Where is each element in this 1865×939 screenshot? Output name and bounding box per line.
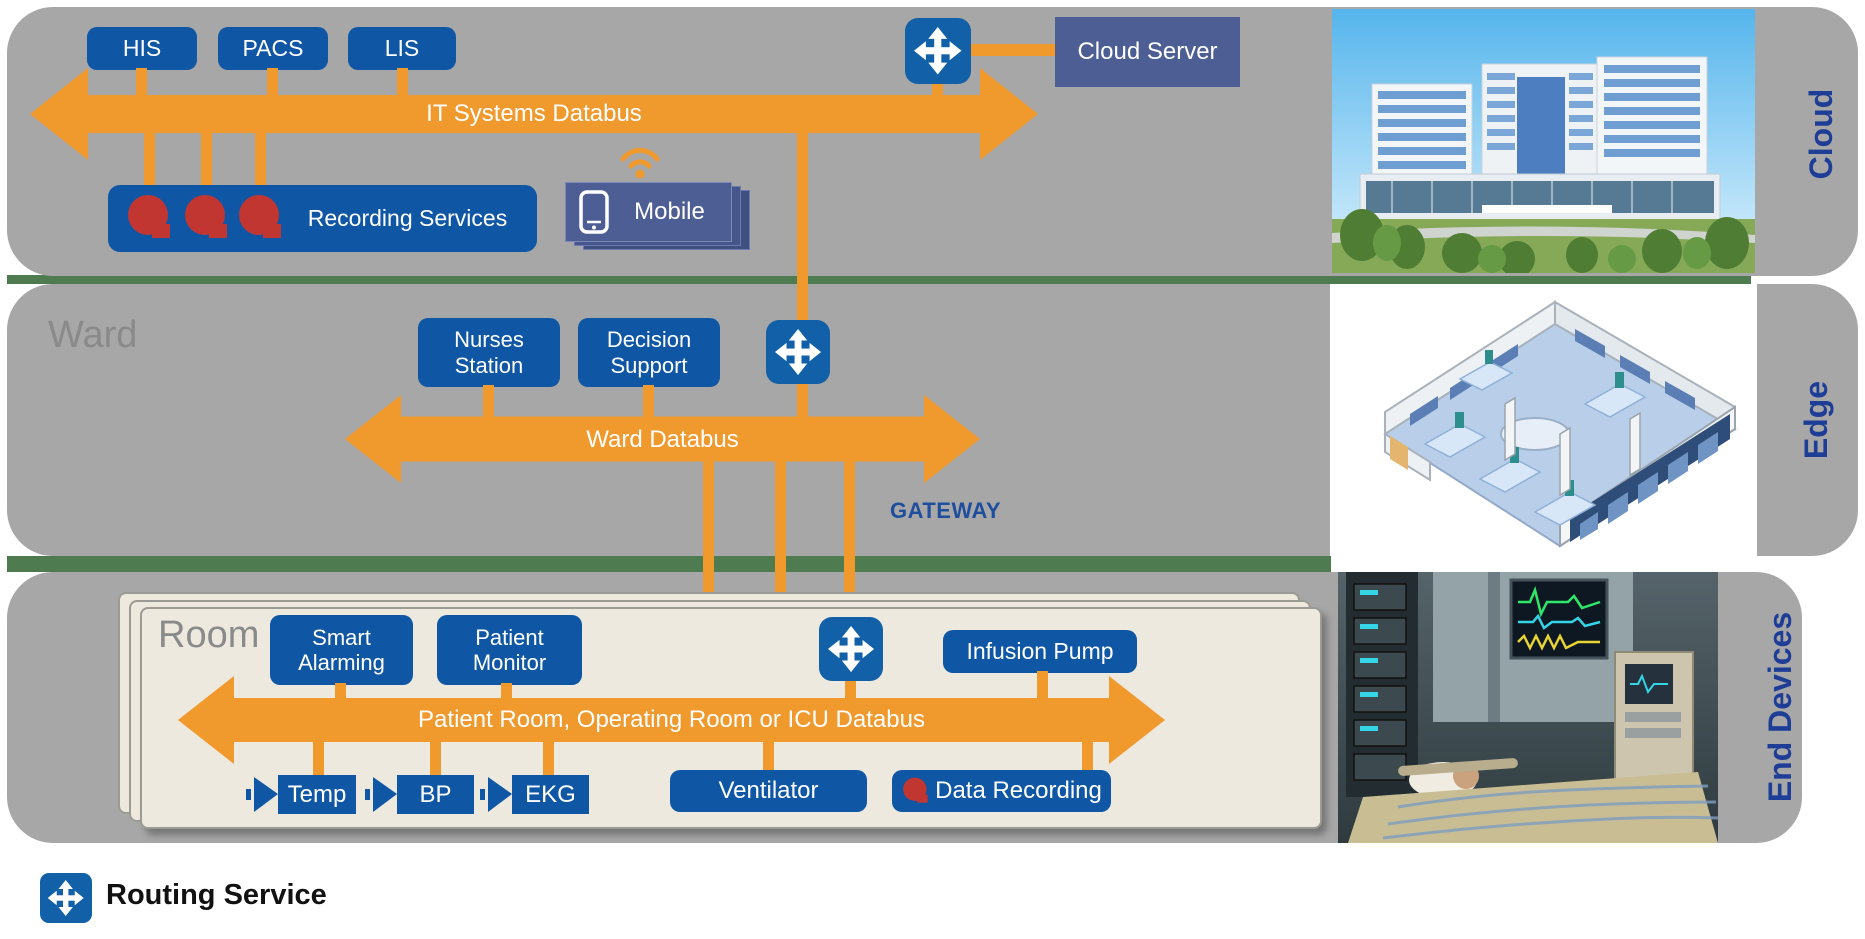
lis-label: LIS [384, 35, 420, 62]
ward-floorplan-photo [1330, 284, 1757, 556]
room-databus-label: Patient Room, Operating Room or ICU Data… [418, 706, 925, 733]
ward-databus-label: Ward Databus [586, 425, 739, 453]
ventilator-connector [763, 740, 774, 772]
sensor-icon [480, 777, 512, 812]
ward-area-label: Ward [48, 314, 138, 356]
layer-gap-green-top [7, 275, 1751, 284]
routing-service-icon [905, 18, 971, 84]
smart-alarming-label: Smart Alarming [298, 624, 385, 675]
record-icon [183, 194, 231, 242]
icu-room-photo [1338, 572, 1718, 843]
ekg-connector [543, 740, 554, 777]
infusion-pump-label: Infusion Pump [966, 638, 1114, 665]
ventilator-label: Ventilator [718, 777, 819, 805]
cloud-server-label: Cloud Server [1077, 38, 1218, 66]
recording-connector-2 [201, 130, 212, 198]
routing-service-icon [819, 617, 883, 681]
bp-box: BP [397, 775, 474, 814]
hospital-building-photo [1332, 9, 1755, 273]
infusion-pump-connector [1037, 671, 1048, 700]
wifi-icon [618, 144, 662, 180]
edge-side-label: Edge [1797, 380, 1834, 460]
routing-to-cloud-server-connector [969, 44, 1057, 56]
room-area-label: Room [158, 614, 260, 656]
ekg-label: EKG [525, 780, 576, 808]
pacs-box: PACS [218, 27, 328, 70]
nurses-station-connector [483, 385, 494, 419]
end-devices-side-label: End Devices [1761, 611, 1798, 803]
routing-to-databus-connector [932, 82, 943, 98]
layer-gap-green-bottom [7, 556, 1331, 572]
it-systems-databus-arrow [30, 68, 1038, 160]
ward-to-room-connector-1 [703, 460, 714, 608]
data-recording-connector [1082, 740, 1093, 772]
smart-alarming-connector [335, 683, 346, 700]
recording-connector-1 [144, 130, 155, 198]
bp-connector [430, 740, 441, 777]
routing-service-legend-label: Routing Service [106, 879, 327, 911]
ward-to-room-connector-2 [775, 460, 786, 608]
patient-monitor-box: Patient Monitor [437, 615, 582, 685]
room-routing-connector [845, 679, 856, 700]
ward-databus-arrow [345, 395, 980, 483]
lis-box: LIS [348, 27, 456, 70]
sensor-icon [365, 777, 397, 812]
ekg-box: EKG [512, 775, 589, 814]
temp-label: Temp [287, 780, 347, 808]
phone-icon [579, 190, 609, 234]
smart-alarming-box: Smart Alarming [270, 615, 413, 685]
temp-connector [313, 740, 324, 777]
data-recording-label: Data Recording [935, 777, 1102, 805]
ventilator-box: Ventilator [670, 770, 867, 812]
it-systems-databus-label: IT Systems Databus [426, 100, 642, 127]
decision-support-connector [643, 385, 654, 419]
nurses-station-label: Nurses Station [454, 327, 524, 378]
data-recording-box: Data Recording [892, 770, 1111, 812]
cloud-side-label: Cloud [1802, 88, 1839, 180]
pacs-label: PACS [242, 35, 304, 62]
decision-support-label: Decision Support [606, 327, 692, 378]
record-icon [237, 194, 285, 242]
decision-support-box: Decision Support [578, 318, 720, 387]
recording-services-box: Recording Services [108, 185, 537, 252]
his-box: HIS [87, 27, 197, 70]
recording-services-label: Recording Services [307, 205, 508, 232]
record-icon [126, 194, 174, 242]
recording-connector-3 [255, 130, 266, 198]
infusion-pump-box: Infusion Pump [943, 630, 1137, 673]
lis-connector [397, 68, 408, 98]
gateway-label: GATEWAY [890, 498, 1002, 523]
nurses-station-box: Nurses Station [418, 318, 560, 387]
mobile-box: Mobile [565, 182, 732, 242]
record-icon [902, 777, 930, 805]
his-connector [136, 68, 147, 98]
patient-monitor-label: Patient Monitor [472, 624, 547, 675]
routing-service-icon [766, 320, 830, 384]
bp-label: BP [419, 780, 452, 808]
ward-routing-connector [797, 382, 808, 419]
mobile-label: Mobile [634, 198, 705, 226]
his-label: HIS [122, 35, 162, 62]
cloud-server-box: Cloud Server [1055, 17, 1240, 87]
temp-box: Temp [278, 775, 356, 814]
patient-monitor-connector [501, 683, 512, 700]
cloud-to-ward-connector [797, 130, 808, 322]
room-databus-arrow [178, 676, 1165, 764]
routing-service-legend-icon [40, 873, 92, 923]
pacs-connector [267, 68, 278, 98]
ward-to-room-connector-3 [844, 460, 855, 618]
sensor-icon [246, 777, 278, 812]
